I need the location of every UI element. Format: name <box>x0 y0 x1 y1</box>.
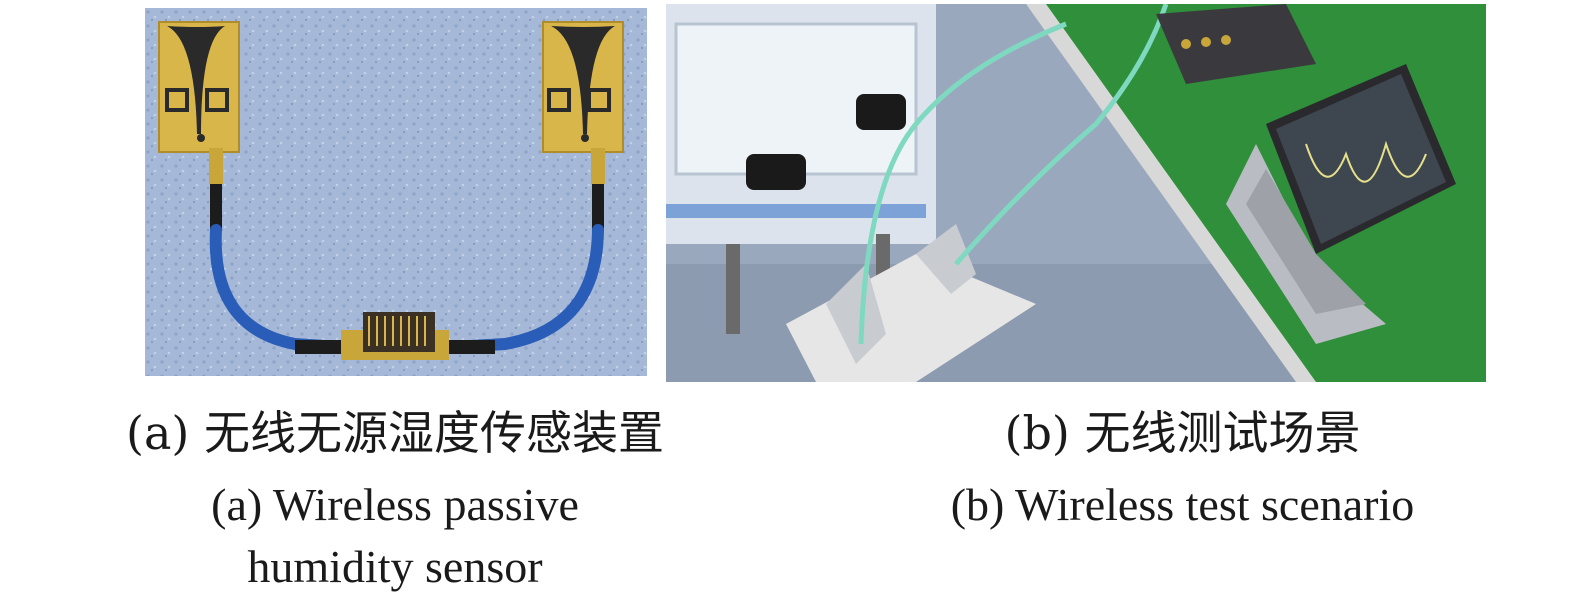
antenna-baseboard <box>786 254 1036 382</box>
right-antenna <box>542 21 624 153</box>
caption-a-english-line2: humidity sensor <box>247 541 543 592</box>
teal-cable-2 <box>954 4 1169 266</box>
right-connector <box>591 148 605 184</box>
caption-a-english-line1: (a) Wireless passive <box>211 479 579 530</box>
sensor-photo <box>145 8 647 376</box>
network-analyzer <box>1156 4 1316 84</box>
horn-antenna-right <box>916 224 976 294</box>
caption-b-english: (b) Wireless test scenario <box>950 479 1415 530</box>
blue-cable <box>209 224 604 354</box>
horn-antenna-left <box>826 264 886 364</box>
caption-a-chinese: (a) 无线无源湿度传感装置 <box>126 406 664 460</box>
humidity-chamber <box>666 4 936 334</box>
left-connector <box>209 148 223 184</box>
humidity-sensor-chip <box>341 312 449 360</box>
caption-b-chinese: (b) 无线测试场景 <box>1004 406 1361 460</box>
laptop <box>1226 64 1456 344</box>
test-scenario-photo <box>666 4 1486 382</box>
teal-cable-1 <box>858 21 1067 345</box>
left-antenna <box>158 21 240 153</box>
caption-a-english: (a) Wireless passive humidity sensor <box>0 474 790 598</box>
